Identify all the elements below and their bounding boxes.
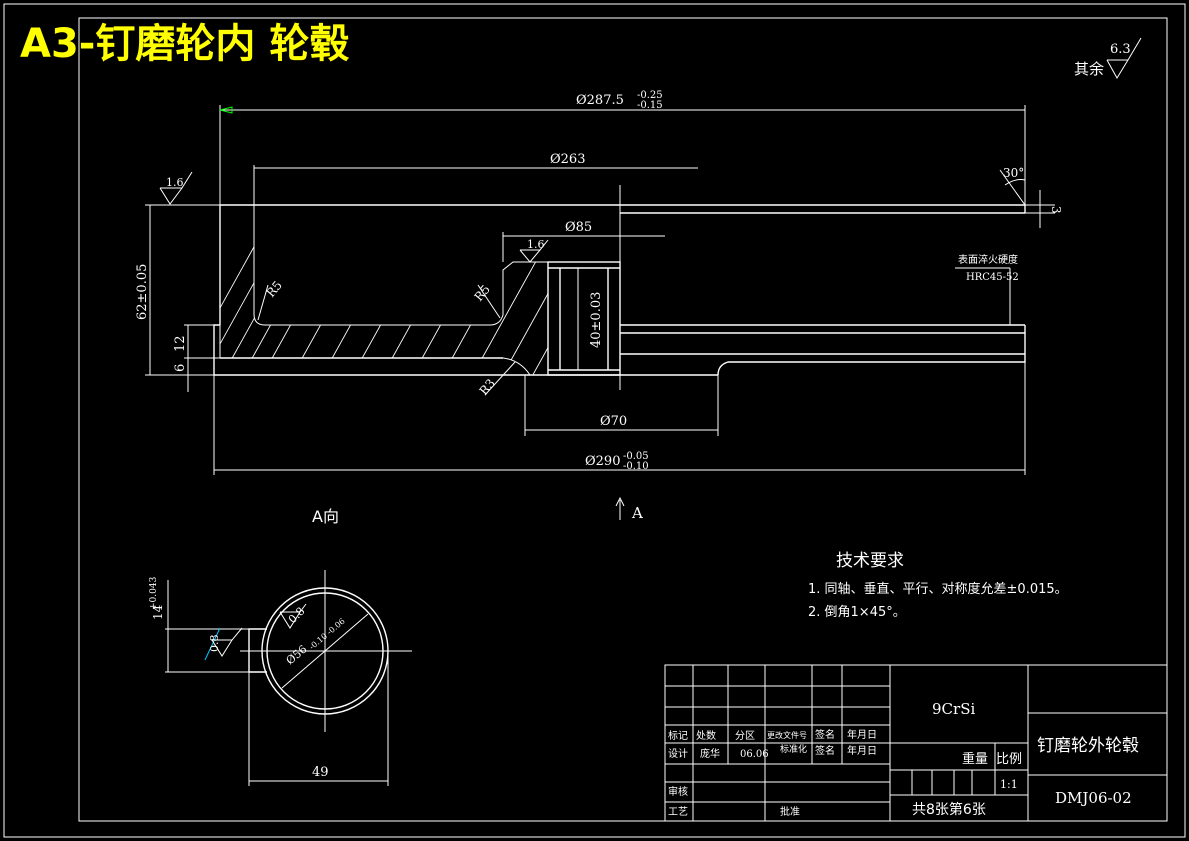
svg-text:钉磨轮外轮毂: 钉磨轮外轮毂 — [1037, 736, 1139, 756]
svg-text:1:1: 1:1 — [1000, 778, 1018, 791]
svg-text:Ø85: Ø85 — [565, 220, 592, 235]
section-hatching — [220, 205, 548, 375]
svg-text:年月日: 年月日 — [847, 744, 877, 757]
svg-text:年月日: 年月日 — [847, 728, 877, 741]
svg-text:62±0.05: 62±0.05 — [135, 264, 150, 320]
svg-text:12: 12 — [173, 335, 188, 352]
view-a-drawing — [165, 570, 412, 786]
svg-text:-0.05: -0.05 — [623, 451, 649, 462]
svg-text:+0.043: +0.043 — [149, 576, 159, 610]
hub-section-view — [213, 185, 1026, 390]
svg-text:技术要求: 技术要求 — [836, 551, 904, 571]
svg-text:表面淬火硬度: 表面淬火硬度 — [958, 253, 1018, 266]
svg-text:14: 14 — [151, 604, 165, 620]
svg-text:R3: R3 — [477, 376, 498, 398]
svg-text:R5: R5 — [264, 278, 285, 300]
svg-text:标记: 标记 — [668, 730, 688, 742]
svg-text:0.8: 0.8 — [208, 635, 221, 653]
svg-text:-0.10: -0.10 — [623, 461, 649, 472]
svg-text:工艺: 工艺 — [668, 806, 688, 818]
drawing-title: A3-钉磨轮内 轮毂 — [20, 21, 349, 67]
dimension-texts: Ø287.5 -0.25 -0.15 Ø263 Ø85 Ø70 Ø290 -0.… — [135, 90, 1063, 472]
svg-text:30°: 30° — [1003, 166, 1024, 180]
view-a-label: A向 — [312, 507, 339, 526]
svg-text:签名: 签名 — [815, 744, 835, 757]
svg-text:1.6: 1.6 — [527, 238, 545, 251]
svg-text:处数: 处数 — [696, 729, 716, 742]
svg-text:49: 49 — [312, 765, 329, 780]
svg-text:Ø263: Ø263 — [550, 152, 585, 167]
svg-text:6.3: 6.3 — [1110, 42, 1131, 57]
surface-finish-rest: 其余 6.3 — [1074, 37, 1142, 79]
view-a-arrow: A — [615, 496, 643, 522]
svg-text:06.06: 06.06 — [740, 749, 769, 760]
svg-text:2. 倒角1×45°。: 2. 倒角1×45°。 — [808, 605, 906, 620]
svg-text:比例: 比例 — [996, 752, 1022, 767]
svg-text:-0.10 -0.06: -0.10 -0.06 — [308, 617, 347, 652]
svg-text:A: A — [631, 504, 643, 522]
svg-text:更改文件号: 更改文件号 — [767, 730, 807, 740]
svg-text:审核: 审核 — [668, 785, 688, 798]
svg-text:9CrSi: 9CrSi — [932, 700, 975, 718]
svg-text:0.8: 0.8 — [286, 605, 308, 627]
title-block: 9CrSi 钉磨轮外轮毂 DMJ06-02 重量 比例 1:1 共8张第6张 标… — [664, 664, 1168, 822]
tech-requirements: 技术要求 1. 同轴、垂直、平行、对称度允差±0.015。 2. 倒角1×45°… — [808, 551, 1068, 620]
svg-text:Ø70: Ø70 — [600, 414, 627, 429]
svg-text:6: 6 — [173, 364, 188, 372]
svg-text:3: 3 — [1049, 206, 1063, 214]
dimension-lines — [145, 105, 1055, 475]
svg-text:HRC45-52: HRC45-52 — [966, 272, 1019, 283]
svg-text:签名: 签名 — [815, 728, 835, 741]
svg-text:Ø56: Ø56 — [284, 643, 310, 668]
svg-text:40±0.03: 40±0.03 — [589, 292, 604, 348]
svg-text:分区: 分区 — [735, 730, 755, 742]
svg-text:1. 同轴、垂直、平行、对称度允差±0.015。: 1. 同轴、垂直、平行、对称度允差±0.015。 — [808, 581, 1068, 597]
svg-text:-0.15: -0.15 — [637, 100, 663, 111]
svg-text:重量: 重量 — [962, 751, 988, 767]
svg-text:庞华: 庞华 — [700, 747, 720, 760]
svg-text:1.6: 1.6 — [166, 176, 184, 189]
svg-text:-0.25: -0.25 — [637, 90, 663, 101]
svg-text:批准: 批准 — [780, 805, 800, 818]
svg-text:其余: 其余 — [1074, 60, 1104, 78]
svg-text:设计: 设计 — [668, 747, 688, 760]
outer-frame — [3, 3, 1186, 838]
view-a-texts: 14 +0.043 Ø56 -0.10 -0.06 0.8 0.8 49 — [149, 576, 347, 780]
svg-text:Ø287.5: Ø287.5 — [576, 93, 624, 108]
inner-frame — [78, 17, 1168, 822]
svg-text:Ø290: Ø290 — [585, 454, 620, 469]
svg-text:R5: R5 — [472, 282, 493, 304]
svg-text:共8张第6张: 共8张第6张 — [912, 801, 986, 818]
svg-text:DMJ06-02: DMJ06-02 — [1055, 789, 1132, 807]
svg-text:标准化: 标准化 — [780, 743, 807, 755]
